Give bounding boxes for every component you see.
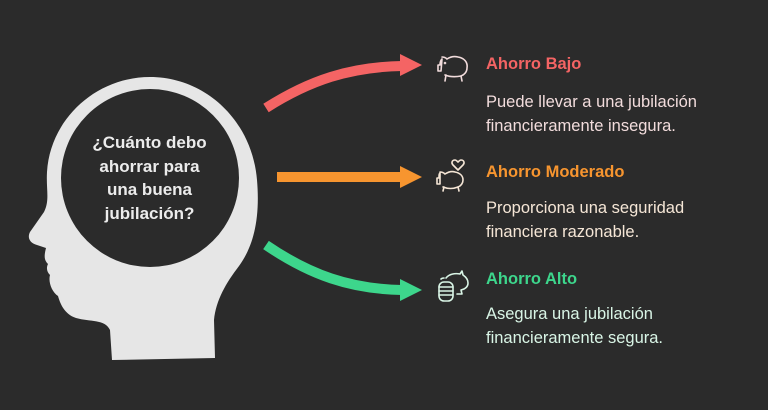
question-line-3: una buena <box>106 180 192 199</box>
question-line-1: ¿Cuánto debo <box>92 133 207 152</box>
option-description: Puede llevar a una jubilación financiera… <box>486 90 766 138</box>
option-description-line-2: financieramente insegura. <box>486 117 676 135</box>
option-title: Ahorro Alto <box>486 270 578 288</box>
option-description-line-2: financieramente segura. <box>486 329 664 347</box>
piggy-bank-heart-icon <box>436 159 465 192</box>
option-description-line-1: Asegura una jubilación <box>486 305 653 323</box>
option-description-line-2: financiera razonable. <box>486 223 640 241</box>
arrow-low <box>263 54 422 113</box>
piggy-bank-coins-icon <box>438 270 469 302</box>
option-description-line-1: Proporciona una seguridad <box>486 199 685 217</box>
piggy-bank-icon <box>437 55 468 82</box>
arrow-moderate <box>277 166 422 188</box>
central-question: ¿Cuánto debo ahorrar para una buena jubi… <box>62 131 237 225</box>
option-title: Ahorro Moderado <box>486 163 625 181</box>
head-thought-circle <box>61 89 239 267</box>
option-description-line-1: Puede llevar a una jubilación <box>486 93 697 111</box>
arrow-high <box>263 240 422 301</box>
option-description: Proporciona una seguridad financiera raz… <box>486 196 766 244</box>
question-line-2: ahorrar para <box>99 156 200 176</box>
option-title: Ahorro Bajo <box>486 55 582 73</box>
option-description: Asegura una jubilación financieramente s… <box>486 302 766 350</box>
question-line-4: jubilación? <box>104 203 195 223</box>
